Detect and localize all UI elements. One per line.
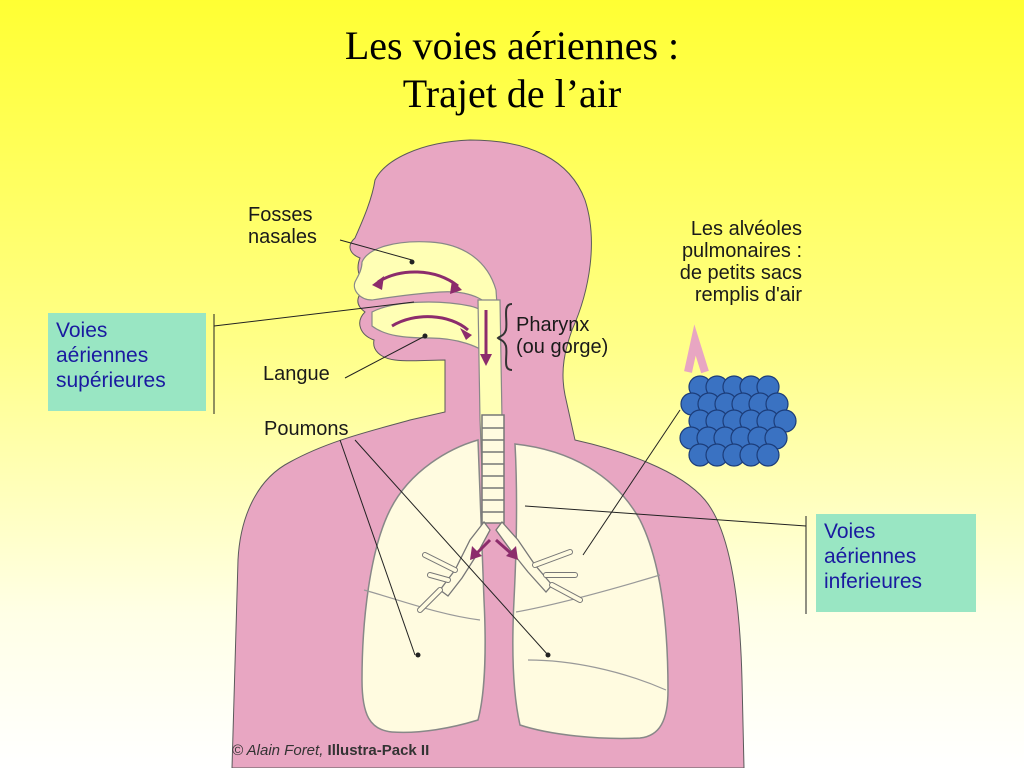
right-lung (361, 439, 486, 734)
label-fosses-nasales: Fosses nasales (248, 204, 317, 248)
slide-title: Les voies aériennes : Trajet de l’air (0, 22, 1024, 118)
right-bronchus (439, 520, 491, 597)
box-line: Voies (56, 319, 108, 342)
box-line: inferieures (824, 570, 923, 593)
left-lung (512, 443, 669, 740)
pharynx-brace (496, 303, 513, 371)
label-langue: Langue (263, 363, 330, 385)
box-voies-superieures: Voies aériennes supérieures (48, 313, 206, 411)
credit-pack: Illustra-Pack II (327, 742, 430, 759)
label-line: nasales (248, 226, 317, 248)
title-line-1: Les voies aériennes : (344, 23, 680, 68)
trachea (481, 414, 505, 524)
pointer-lines (213, 239, 807, 656)
alveoli-arrow (684, 324, 709, 374)
box-voies-inferieures: Voies aériennes inferieures (816, 514, 976, 612)
label-poumons: Poumons (264, 418, 349, 440)
label-pharynx: Pharynx (ou gorge) (516, 314, 608, 358)
box-line: aériennes (56, 344, 149, 367)
lung-fissure (515, 574, 661, 613)
alveolus (756, 443, 780, 467)
nasal-cavity (353, 241, 499, 321)
title-line-2: Trajet de l’air (402, 71, 622, 116)
box-line: Voies (824, 520, 876, 543)
bronchioles-inner (418, 550, 582, 612)
credit-author: © Alain Foret, (232, 742, 324, 759)
left-bronchus (495, 520, 553, 593)
label-line: Les alvéoles (690, 218, 802, 240)
pointer-dots (409, 259, 551, 658)
label-line: de petits sacs (679, 262, 802, 284)
arrowheads (372, 276, 518, 560)
label-alveoles: Les alvéoles pulmonaires : de petits sac… (640, 218, 802, 306)
lung-fissure (527, 659, 667, 691)
label-line: Pharynx (516, 314, 590, 336)
label-line: remplis d'air (694, 284, 802, 306)
alveoli-cluster (679, 375, 797, 467)
airflow-arrows (377, 270, 515, 558)
copyright-credit: © Alain Foret, Illustra-Pack II (232, 742, 429, 759)
label-line: Fosses (248, 204, 313, 226)
box-line: aériennes (824, 545, 917, 568)
label-line: (ou gorge) (516, 336, 609, 358)
label-line: pulmonaires : (681, 240, 802, 262)
box-line: supérieures (56, 369, 166, 392)
